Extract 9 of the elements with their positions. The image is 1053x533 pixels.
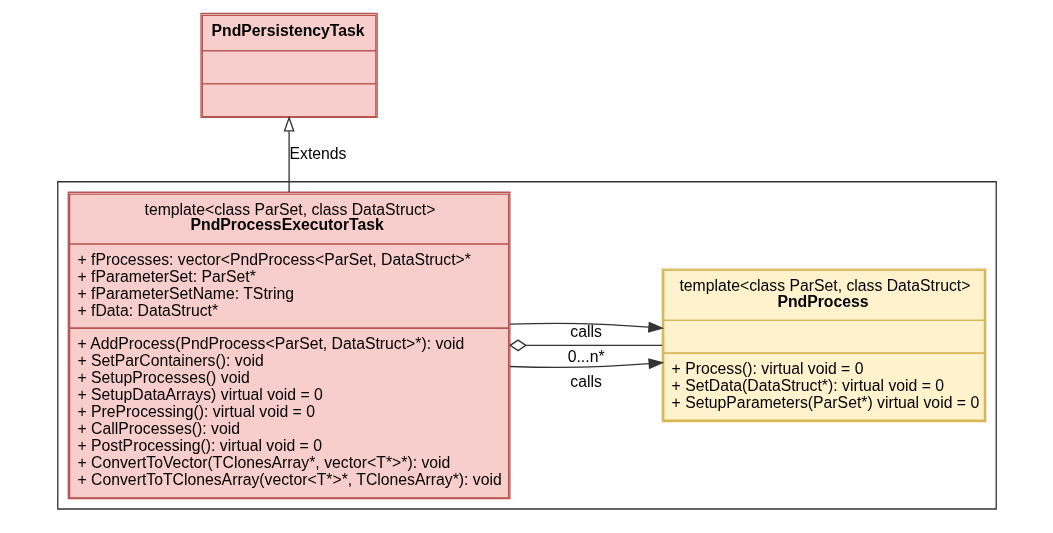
arrow: [283, 115, 295, 193]
arrow: [508, 321, 664, 333]
arrow: [508, 358, 664, 370]
edge-label: calls: [569, 322, 602, 340]
edge-label: Extends: [289, 144, 346, 162]
connector: [508, 339, 663, 352]
edge-label: 0...n*: [567, 347, 605, 365]
edge-label: calls: [569, 372, 602, 390]
cluster: [56, 181, 997, 510]
